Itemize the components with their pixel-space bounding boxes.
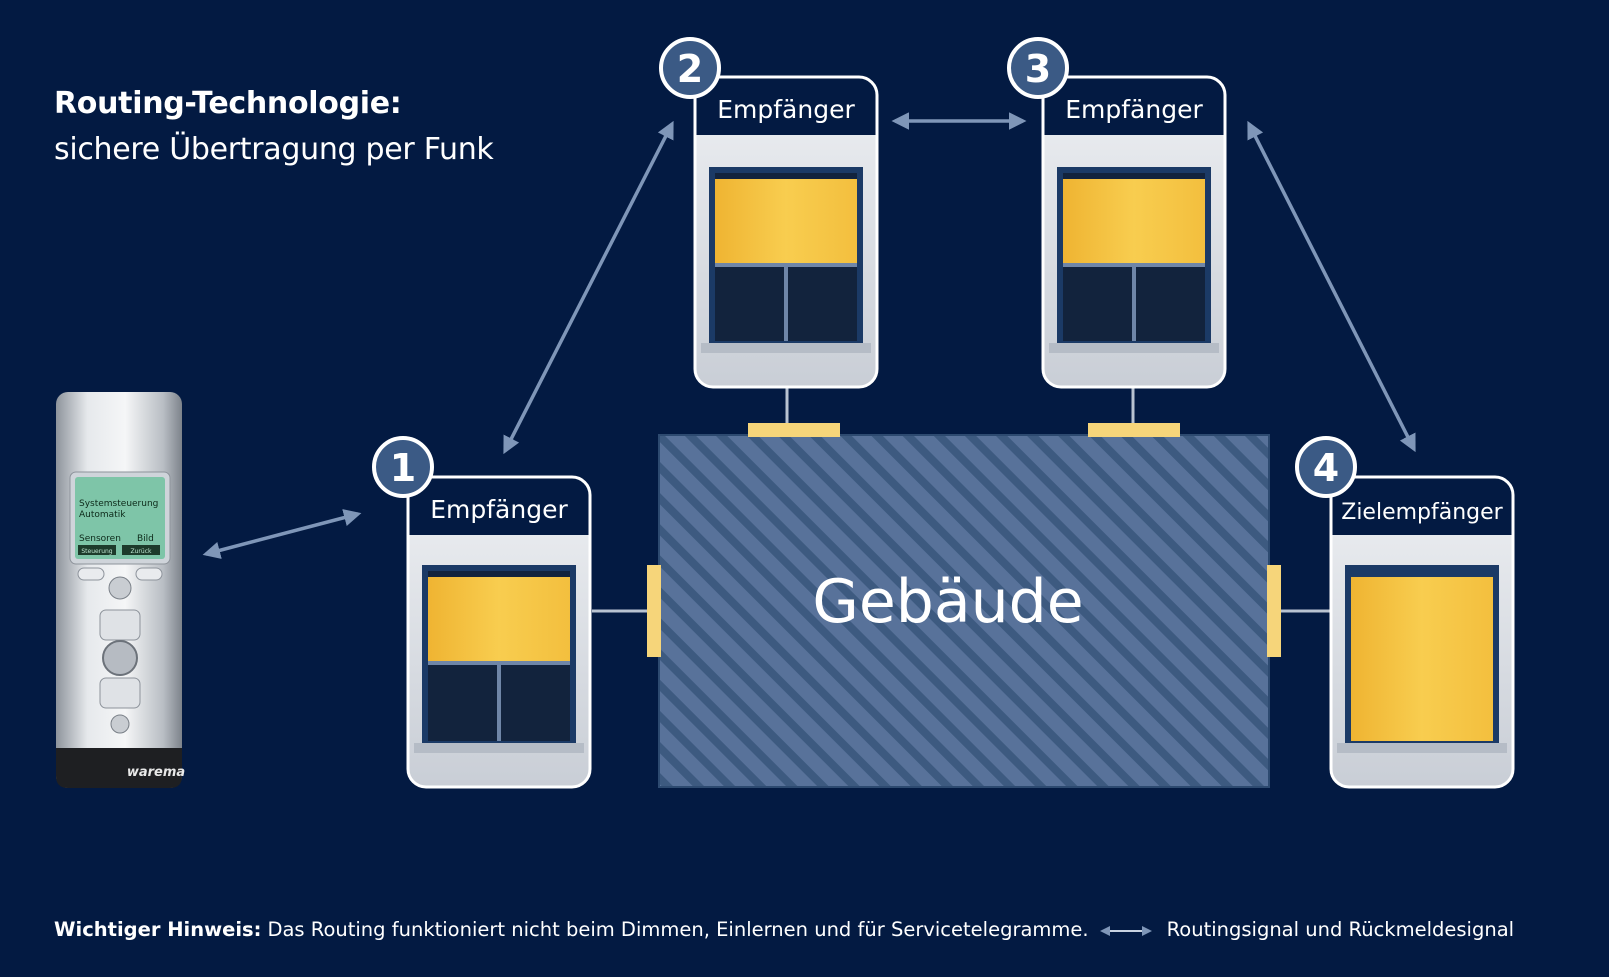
remote-brand-logo: warema	[127, 765, 185, 780]
receiver-card-3: Empfänger	[1041, 75, 1227, 389]
receiver-label-2: Empfänger	[717, 95, 855, 124]
arrow-receiver-3-to-4	[1247, 120, 1416, 453]
footer-note-label: Wichtiger Hinweis:	[54, 918, 262, 941]
svg-text:2: 2	[677, 47, 703, 91]
receiver-card-4: Zielempfänger	[1329, 475, 1515, 789]
remote-bottom-button[interactable]	[110, 714, 130, 734]
svg-text:4: 4	[1313, 446, 1339, 490]
remote-up-button[interactable]	[99, 609, 141, 641]
receiver-card-1: Empfänger	[406, 475, 592, 789]
remote-softkey-left[interactable]	[77, 567, 105, 581]
remote-stop-button[interactable]	[102, 640, 138, 676]
routing-arrows	[202, 112, 1416, 559]
diagram-subtitle: sichere Übertragung per Funk	[54, 132, 494, 167]
receiver-number-4: 4	[1295, 436, 1357, 498]
connector-receiver-3	[1088, 423, 1180, 437]
arrow-receiver-1-to-2	[503, 120, 674, 455]
connector-receiver-1	[647, 565, 661, 657]
blind-1	[428, 577, 570, 661]
receiver-label-1: Empfänger	[430, 495, 568, 524]
receiver-label-3: Empfänger	[1065, 95, 1203, 124]
receiver-number-1: 1	[372, 436, 434, 498]
arrow-remote-to-receiver-1	[202, 509, 362, 559]
footer-note: Wichtiger Hinweis: Das Routing funktioni…	[54, 918, 1514, 941]
connector-receiver-2	[748, 423, 840, 437]
svg-text:Automatik: Automatik	[79, 510, 126, 520]
diagram-title: Routing-Technologie:	[54, 86, 402, 121]
receiver-label-4: Zielempfänger	[1341, 500, 1503, 525]
building: Gebäude	[592, 387, 1331, 788]
svg-text:Bild: Bild	[137, 534, 154, 544]
receiver-number-2: 2	[659, 37, 721, 99]
remote-softkey-right[interactable]	[135, 567, 163, 581]
legend-text: Routingsignal und Rückmeldesignal	[1166, 918, 1515, 941]
receiver-number-3: 3	[1007, 37, 1069, 99]
svg-text:1: 1	[390, 446, 416, 490]
blind-3	[1063, 179, 1205, 263]
remote-control: warema Systemsteuerung Automatik Sensore…	[56, 392, 185, 788]
blind-2	[715, 179, 857, 263]
receiver-card-2: Empfänger	[693, 75, 879, 389]
remote-down-button[interactable]	[99, 677, 141, 709]
svg-text:Systemsteuerung: Systemsteuerung	[79, 499, 158, 509]
svg-text:3: 3	[1025, 47, 1051, 91]
blind-4	[1351, 577, 1493, 741]
svg-text:Zurück: Zurück	[131, 548, 152, 555]
building-label: Gebäude	[812, 567, 1083, 637]
svg-text:Sensoren: Sensoren	[79, 534, 121, 544]
svg-text:Steuerung: Steuerung	[81, 548, 112, 555]
footer-note-text: Das Routing funktioniert nicht beim Dimm…	[267, 918, 1089, 941]
connector-receiver-4	[1267, 565, 1281, 657]
remote-ok-button[interactable]	[108, 576, 132, 600]
remote-lcd-screen	[75, 477, 165, 559]
